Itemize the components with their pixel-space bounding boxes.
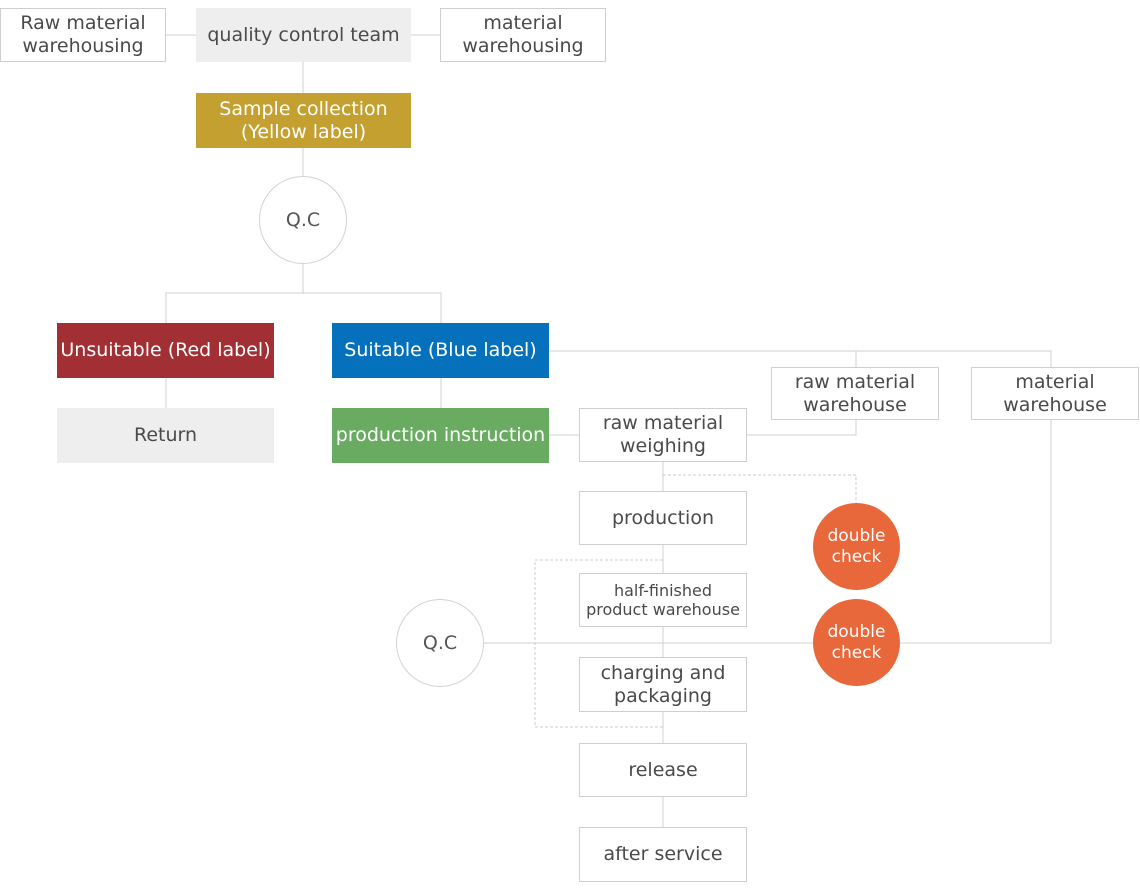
half-finished-warehouse-box: half-finished product warehouse [579,573,747,627]
double-check-circle-1: double check [813,503,900,590]
unsuitable-box: Unsuitable (Red label) [57,323,274,378]
dashed-connector [534,559,663,728]
sample-collection-box: Sample collection (Yellow label) [196,93,411,148]
dashed-connector [663,474,857,503]
suitable-box: Suitable (Blue label) [332,323,549,378]
qc-circle-top: Q.C [259,176,347,264]
connector [165,292,442,323]
material-warehouse-box: material warehouse [971,367,1139,420]
material-warehousing-box: material warehousing [440,8,606,62]
raw-material-warehousing-box: Raw material warehousing [0,8,166,62]
double-check-circle-2: double check [813,599,900,686]
release-box: release [579,743,747,797]
connector [900,420,1052,644]
connector [747,420,857,436]
qc-circle-bottom: Q.C [396,599,484,687]
charging-packaging-box: charging and packaging [579,657,747,712]
after-service-box: after service [579,827,747,882]
return-box: Return [57,408,274,463]
raw-material-warehouse-box: raw material warehouse [771,367,939,420]
production-box: production [579,491,747,545]
quality-control-team-box: quality control team [196,8,411,62]
production-instruction-box: production instruction [332,408,549,463]
raw-material-weighing-box: raw material weighing [579,408,747,462]
connector [549,350,1052,367]
